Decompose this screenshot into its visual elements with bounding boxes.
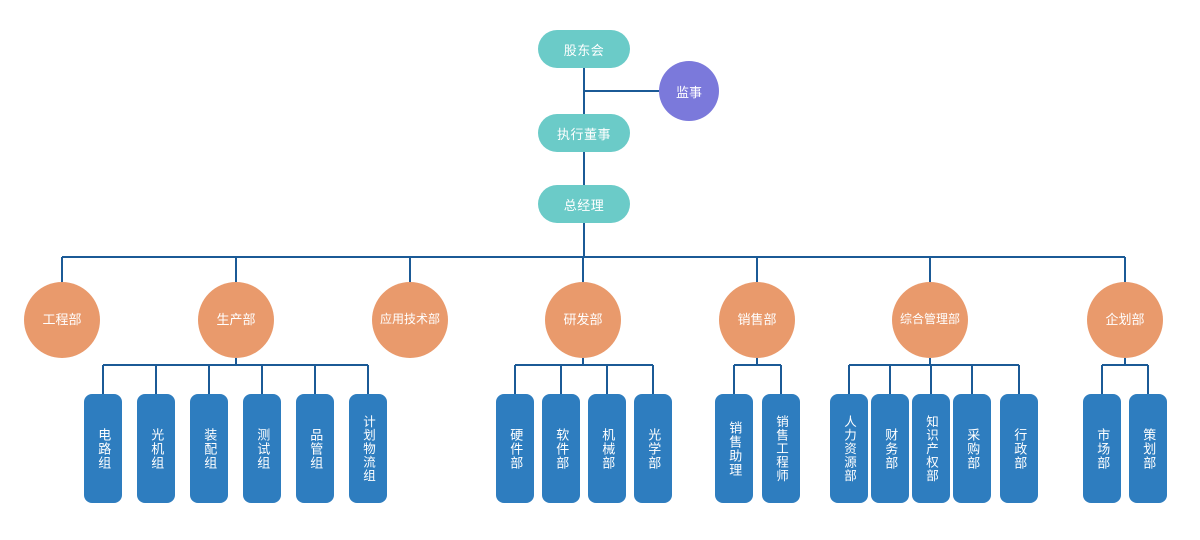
node-ip_dept[interactable]: 知识产权部 bbox=[912, 394, 950, 503]
node-optics_dept-label: 光学部 bbox=[646, 427, 662, 470]
node-qc_team-label: 品管组 bbox=[308, 427, 324, 470]
node-sales_engineer[interactable]: 销售工程师 bbox=[762, 394, 800, 503]
node-sales_assistant-label: 销售助理 bbox=[727, 420, 743, 477]
node-purchase_dept[interactable]: 采购部 bbox=[953, 394, 991, 503]
node-hardware_dept-label: 硬件部 bbox=[508, 427, 524, 470]
node-optics_dept[interactable]: 光学部 bbox=[634, 394, 672, 503]
node-assembly_team[interactable]: 装配组 bbox=[190, 394, 228, 503]
node-optomech_team[interactable]: 光机组 bbox=[137, 394, 175, 503]
node-optomech_team-label: 光机组 bbox=[149, 427, 165, 470]
node-application_tech[interactable]: 应用技术部 bbox=[372, 282, 448, 358]
node-shareholders-label: 股东会 bbox=[563, 42, 605, 58]
node-shareholders[interactable]: 股东会 bbox=[538, 30, 630, 68]
node-general_admin[interactable]: 综合管理部 bbox=[892, 282, 968, 358]
node-strategy_dept-label: 策划部 bbox=[1141, 427, 1157, 470]
node-mechanical_dept[interactable]: 机械部 bbox=[588, 394, 626, 503]
node-mechanical_dept-label: 机械部 bbox=[600, 427, 616, 470]
node-finance_dept[interactable]: 财务部 bbox=[871, 394, 909, 503]
node-assembly_team-label: 装配组 bbox=[202, 427, 218, 470]
node-hardware_dept[interactable]: 硬件部 bbox=[496, 394, 534, 503]
node-test_team[interactable]: 测试组 bbox=[243, 394, 281, 503]
node-finance_dept-label: 财务部 bbox=[883, 427, 899, 470]
node-gm[interactable]: 总经理 bbox=[538, 185, 630, 223]
node-test_team-label: 测试组 bbox=[255, 427, 271, 470]
node-production[interactable]: 生产部 bbox=[198, 282, 274, 358]
node-software_dept-label: 软件部 bbox=[554, 427, 570, 470]
node-admin_dept-label: 行政部 bbox=[1012, 427, 1028, 470]
node-market_dept[interactable]: 市场部 bbox=[1083, 394, 1121, 503]
node-sales-label: 销售部 bbox=[737, 311, 777, 327]
node-purchase_dept-label: 采购部 bbox=[965, 427, 981, 470]
node-exec_director-label: 执行董事 bbox=[556, 126, 611, 142]
node-engineering[interactable]: 工程部 bbox=[24, 282, 100, 358]
node-planning[interactable]: 企划部 bbox=[1087, 282, 1163, 358]
node-supervisor[interactable]: 监事 bbox=[659, 61, 719, 121]
node-hr_dept-label: 人力资源部 bbox=[842, 414, 856, 483]
node-qc_team[interactable]: 品管组 bbox=[296, 394, 334, 503]
node-planning_team-label: 计划物流组 bbox=[361, 414, 375, 483]
node-sales_engineer-label: 销售工程师 bbox=[774, 414, 788, 483]
node-sales_assistant[interactable]: 销售助理 bbox=[715, 394, 753, 503]
node-circuit_team-label: 电路组 bbox=[96, 427, 112, 470]
node-hr_dept[interactable]: 人力资源部 bbox=[830, 394, 868, 503]
node-planning-label: 企划部 bbox=[1105, 311, 1145, 327]
node-planning_team[interactable]: 计划物流组 bbox=[349, 394, 387, 503]
node-general_admin-label: 综合管理部 bbox=[899, 312, 960, 327]
node-engineering-label: 工程部 bbox=[42, 311, 82, 327]
node-production-label: 生产部 bbox=[216, 311, 256, 327]
node-strategy_dept[interactable]: 策划部 bbox=[1129, 394, 1167, 503]
node-rnd-label: 研发部 bbox=[563, 311, 603, 327]
node-software_dept[interactable]: 软件部 bbox=[542, 394, 580, 503]
node-supervisor-label: 监事 bbox=[675, 84, 702, 100]
node-admin_dept[interactable]: 行政部 bbox=[1000, 394, 1038, 503]
node-ip_dept-label: 知识产权部 bbox=[924, 414, 938, 483]
node-market_dept-label: 市场部 bbox=[1095, 427, 1111, 470]
node-sales[interactable]: 销售部 bbox=[719, 282, 795, 358]
node-gm-label: 总经理 bbox=[563, 197, 605, 213]
node-rnd[interactable]: 研发部 bbox=[545, 282, 621, 358]
node-exec_director[interactable]: 执行董事 bbox=[538, 114, 630, 152]
node-circuit_team[interactable]: 电路组 bbox=[84, 394, 122, 503]
node-application_tech-label: 应用技术部 bbox=[379, 312, 440, 327]
